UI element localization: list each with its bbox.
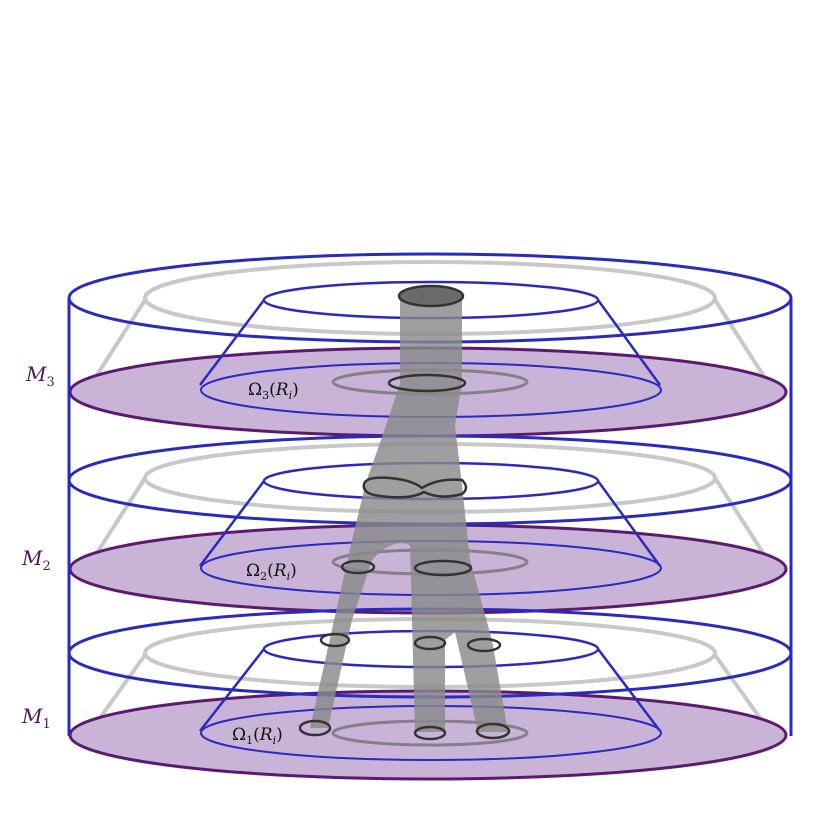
omega-label-1: Ω1(Ri) (232, 725, 283, 747)
label-m2: M2 (21, 546, 51, 574)
tube-section-m1-upper-left (319, 632, 351, 648)
label-m1: M1 (21, 704, 51, 732)
tube-section-m2-left (340, 559, 376, 575)
tube-section-m1-upper-right (466, 637, 502, 653)
omega-label-2: Ω2(Ri) (246, 561, 297, 583)
branching-tube (310, 296, 508, 732)
tube-section-m1-bottom-left (298, 719, 332, 737)
omega-label-3: Ω3(Ri) (248, 380, 299, 402)
tube-section-m3 (387, 373, 467, 393)
tube-section-m2-right (413, 559, 473, 577)
tube-section-m1-bottom-mid (413, 725, 447, 741)
tube-top-cap (397, 284, 465, 308)
tube-cross-sections (298, 284, 511, 741)
tube-section-m1-upper-mid (413, 635, 447, 651)
tube-trunk (310, 296, 508, 732)
layer-labels: M3 M2 M1 Ω3(Ri) Ω2(Ri) Ω1(Ri) (21, 362, 299, 747)
tube-section-m2-upper (362, 476, 468, 499)
label-m3: M3 (25, 362, 55, 390)
cylinder-walls (67, 298, 793, 736)
tube-section-m1-bottom-right (475, 722, 511, 740)
